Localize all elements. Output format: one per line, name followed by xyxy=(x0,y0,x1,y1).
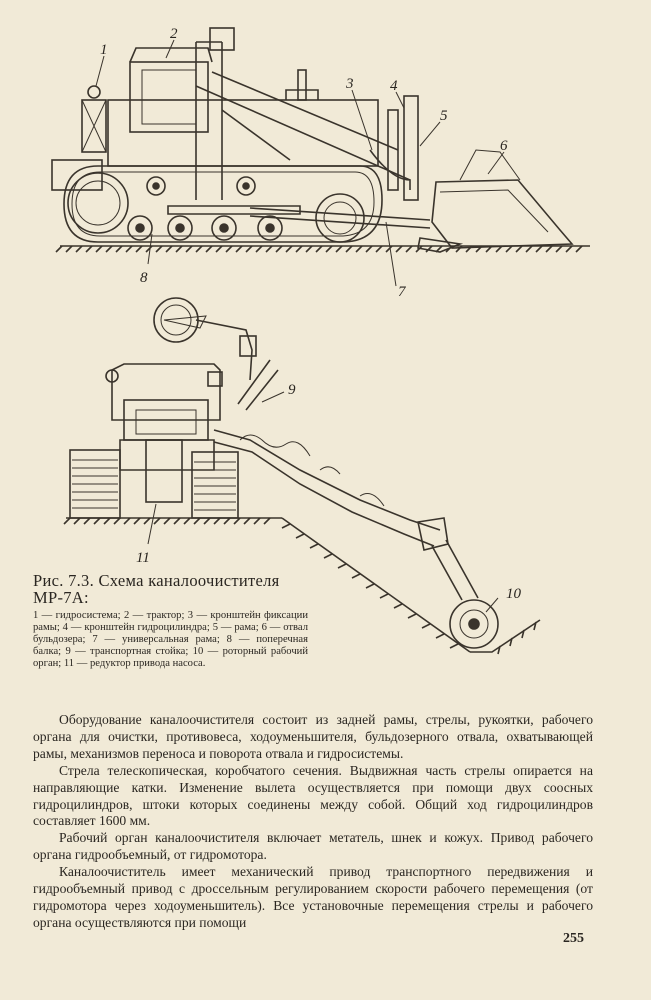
caption-title: Рис. 7.3. Схема каналоочистителя МР-7А: xyxy=(33,572,308,606)
front-view: 9 10 11 xyxy=(63,297,541,655)
paragraph-4: Каналоочиститель имеет механический прив… xyxy=(33,864,593,930)
diagram-label-2: 2 xyxy=(170,26,178,42)
page-number: 255 xyxy=(563,931,584,946)
diagram-label-9: 9 xyxy=(288,382,296,398)
side-view: 1 2 3 4 5 6 7 8 xyxy=(51,26,590,300)
paragraph-2: Стрела телескопическая, коробчатого сече… xyxy=(33,762,593,829)
body-text: Оборудование каналоочистителя состоит из… xyxy=(33,712,593,932)
diagram-label-7: 7 xyxy=(398,284,407,300)
caption-title-line-2: МР-7А: xyxy=(33,588,89,607)
figure-caption: Рис. 7.3. Схема каналоочистителя МР-7А: … xyxy=(33,572,308,670)
diagram-label-5: 5 xyxy=(440,108,448,124)
paragraph-1: Оборудование каналоочистителя состоит из… xyxy=(33,712,593,761)
machine-diagram: 1 2 3 4 5 6 7 8 xyxy=(51,26,590,655)
caption-title-line-1: Рис. 7.3. Схема каналоочистителя xyxy=(33,571,280,590)
caption-legend: 1 — гидросистема; 2 — трактор; 3 — кронш… xyxy=(33,610,308,670)
diagram-label-4: 4 xyxy=(390,78,398,94)
paragraph-3: Рабочий орган каналоочистителя включает … xyxy=(33,830,593,863)
diagram-label-6: 6 xyxy=(500,138,508,154)
diagram-label-10: 10 xyxy=(506,586,522,602)
diagram-label-11: 11 xyxy=(136,550,150,566)
diagram-label-1: 1 xyxy=(100,42,108,58)
diagram-label-3: 3 xyxy=(345,76,354,92)
diagram-label-8: 8 xyxy=(140,270,148,286)
